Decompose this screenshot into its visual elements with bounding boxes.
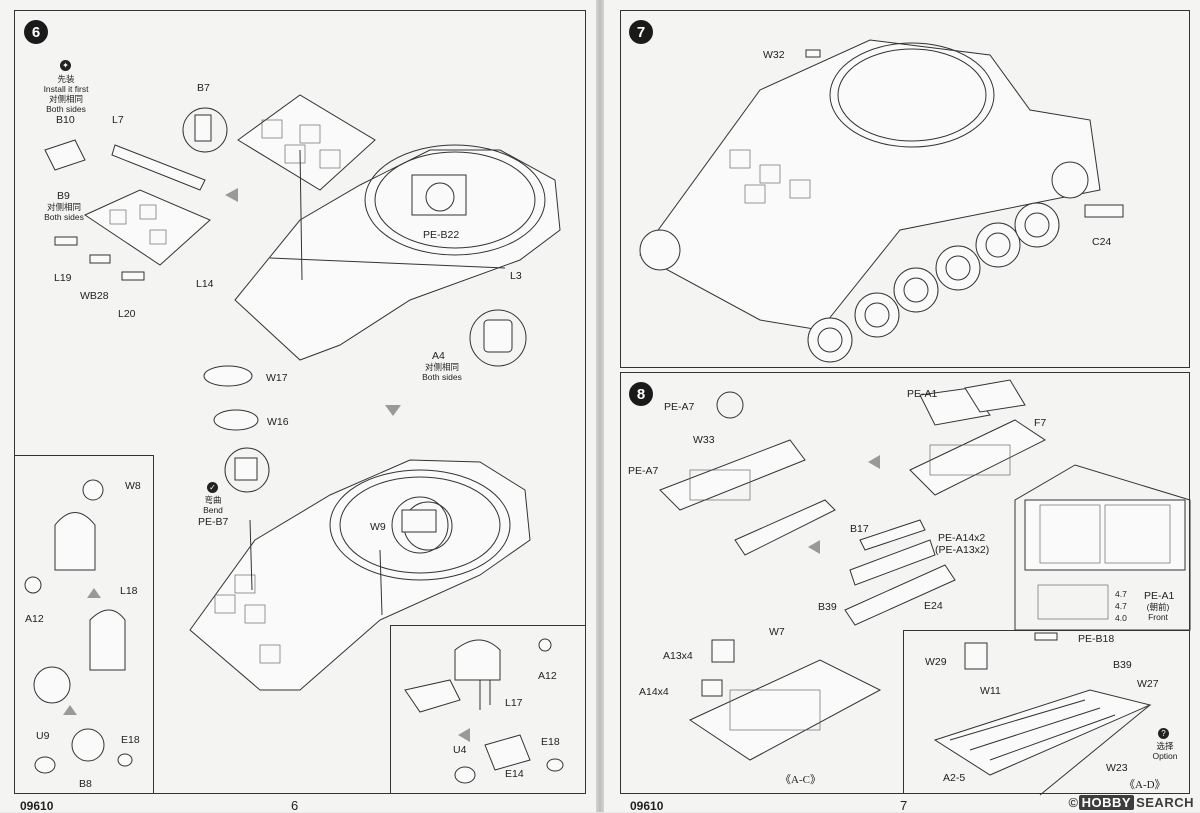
label-W8: W8 bbox=[125, 480, 141, 492]
label-PE-A13x2: (PE-A13x2) bbox=[935, 544, 990, 556]
bend-note: 弯曲 Bend bbox=[203, 495, 223, 515]
label-W29: W29 bbox=[925, 656, 947, 668]
label-PE-B18: PE-B18 bbox=[1078, 633, 1115, 645]
label-PE-A7-left: PE-A7 bbox=[628, 465, 659, 477]
label-L18: L18 bbox=[120, 585, 138, 597]
hull-top-drawing bbox=[234, 94, 561, 361]
right-footer-code: 09610 bbox=[630, 799, 664, 813]
label-E18: E18 bbox=[121, 734, 140, 746]
label-U4: U4 bbox=[453, 744, 467, 756]
label-W33: W33 bbox=[693, 434, 715, 446]
label-WB28: WB28 bbox=[80, 290, 109, 302]
label-C24: C24 bbox=[1092, 236, 1112, 248]
label-E24: E24 bbox=[924, 600, 943, 612]
step6-number: 6 bbox=[24, 20, 48, 44]
pe-dim-1: 4.7 bbox=[1115, 589, 1127, 599]
pe-inset-part: PE-A1 bbox=[1144, 590, 1175, 602]
label-PE-B7: PE-B7 bbox=[198, 516, 229, 528]
pe-front-note: (朝前) Front bbox=[1146, 602, 1170, 622]
install-first-icon: ✦ bbox=[60, 60, 71, 71]
right-page-number: 7 bbox=[900, 798, 908, 813]
left-page-number: 6 bbox=[291, 798, 299, 813]
step8-drawings bbox=[659, 379, 1046, 761]
step8-number: 8 bbox=[629, 382, 653, 406]
pe-dim-2: 4.7 bbox=[1115, 601, 1127, 611]
label-B9: B9 bbox=[57, 190, 70, 202]
label-E18-inset: E18 bbox=[541, 736, 560, 748]
step6-inset-right bbox=[390, 625, 586, 794]
label-B17: B17 bbox=[850, 523, 869, 535]
inset-left-parts bbox=[24, 479, 133, 774]
install-first-note: 先装 Install it first 对侧相同 Both sides bbox=[43, 74, 89, 114]
label-B8: B8 bbox=[79, 778, 92, 790]
step6-inset-left bbox=[14, 455, 154, 794]
caption-ad: 《A-D》 bbox=[1124, 779, 1166, 791]
label-B39: B39 bbox=[818, 601, 837, 613]
label-A12-inset: A12 bbox=[538, 670, 557, 682]
label-PE-A1: PE-A1 bbox=[907, 388, 938, 400]
label-L20: L20 bbox=[118, 308, 136, 320]
label-L7: L7 bbox=[112, 114, 124, 126]
label-PE-A7-top: PE-A7 bbox=[664, 401, 695, 413]
label-A13x4: A13x4 bbox=[663, 650, 693, 662]
label-W7: W7 bbox=[769, 626, 785, 638]
step7-hull-drawing bbox=[639, 39, 1124, 363]
inset-right-parts bbox=[404, 638, 564, 784]
engine-deck-subassembly bbox=[44, 139, 211, 281]
label-B10: B10 bbox=[56, 114, 75, 126]
page-gutter bbox=[596, 0, 604, 812]
label-A12: A12 bbox=[25, 613, 44, 625]
label-W9: W9 bbox=[370, 521, 386, 533]
step8-inset-drawing bbox=[933, 632, 1152, 796]
label-L3: L3 bbox=[510, 270, 522, 282]
label-L14: L14 bbox=[196, 278, 214, 290]
label-L19: L19 bbox=[54, 272, 72, 284]
label-W27: W27 bbox=[1137, 678, 1159, 690]
label-W23: W23 bbox=[1106, 762, 1128, 774]
label-A14x4: A14x4 bbox=[639, 686, 669, 698]
bend-icon: ✓ bbox=[207, 482, 218, 493]
a4-both-sides-note: 对侧相同 Both sides bbox=[422, 362, 462, 382]
label-A4: A4 bbox=[432, 350, 445, 362]
left-footer-code: 09610 bbox=[20, 799, 54, 813]
label-W17: W17 bbox=[266, 372, 288, 384]
label-E14: E14 bbox=[505, 768, 524, 780]
step7-number: 7 bbox=[629, 20, 653, 44]
label-L17: L17 bbox=[505, 697, 523, 709]
b9-both-sides-note: 对侧相同 Both sides bbox=[44, 202, 84, 222]
step7-frame bbox=[620, 10, 1190, 368]
label-PE-A14x2: PE-A14x2 bbox=[938, 532, 986, 544]
label-W32: W32 bbox=[763, 49, 785, 61]
label-B7: B7 bbox=[197, 82, 210, 94]
label-A2-5: A2-5 bbox=[943, 772, 966, 784]
label-W11: W11 bbox=[980, 685, 1001, 697]
hull-bottom-drawing bbox=[189, 447, 531, 691]
label-F7: F7 bbox=[1034, 417, 1047, 429]
step8-inset-frame bbox=[903, 630, 1190, 794]
caption-ac: 《A-C》 bbox=[780, 774, 821, 786]
step6-frame bbox=[14, 10, 586, 794]
label-B39-inset: B39 bbox=[1113, 659, 1132, 671]
pe-dim-3: 4.0 bbox=[1115, 613, 1127, 623]
label-PE-B22: PE-B22 bbox=[423, 229, 460, 241]
option-note: 选择 Option bbox=[1152, 741, 1178, 761]
label-U9: U9 bbox=[36, 730, 50, 742]
option-icon: ? bbox=[1158, 728, 1169, 739]
label-W16: W16 bbox=[267, 416, 289, 428]
